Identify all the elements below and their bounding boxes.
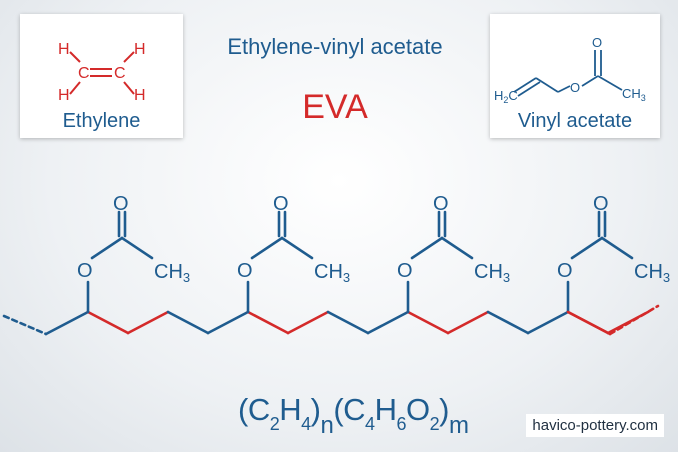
- ethylene-c-right: C: [114, 65, 126, 82]
- ethylene-h-bottom-left: H: [58, 87, 70, 104]
- repeat-unit-formula: (C2H4)n(C4H6O2)m: [238, 392, 469, 440]
- chain-bond-red: [126, 310, 170, 335]
- ethylene-h-top-right: H: [134, 41, 146, 58]
- side-carbonyl-oxygen: O: [433, 193, 449, 215]
- side-ch3-group: CH3: [474, 261, 510, 285]
- ethylene-bonds: [69, 51, 135, 95]
- side-bond-c-ch3: [280, 236, 314, 260]
- side-ch3-subscript: 3: [183, 270, 190, 285]
- side-ch3-group: CH3: [154, 261, 190, 285]
- chain-bond: [206, 310, 250, 335]
- side-bond-o-c: [250, 236, 284, 260]
- vinyl-acetate-structure: H2C O O CH3: [494, 35, 646, 105]
- chain-bond: [166, 310, 210, 335]
- chain-bond: [44, 310, 90, 336]
- vinyl-ch3-group: CH3: [622, 86, 646, 103]
- vinyl-ester-oxygen: O: [570, 80, 580, 95]
- ethylene-structure: H H H H C C: [58, 41, 146, 104]
- side-ester-oxygen: O: [397, 260, 413, 282]
- ethylene-card: H H H H C C Ethylene: [20, 14, 183, 138]
- side-bond-o-c: [90, 236, 124, 260]
- side-ester-oxygen: O: [237, 260, 253, 282]
- diagram-title: Ethylene-vinyl acetate: [227, 34, 443, 59]
- side-carbonyl-oxygen: O: [593, 193, 609, 215]
- side-ester-oxygen: O: [557, 260, 573, 282]
- chain-dashed-end-left: [2, 314, 48, 336]
- side-bond-c-ch3: [600, 236, 634, 260]
- vinyl-acetate-card: H2C O O CH3 Vinyl acetate: [490, 14, 660, 138]
- side-bond-o-c: [410, 236, 444, 260]
- polymer-chain: O O CH3 O O CH3 O O CH3 O O CH3: [2, 193, 670, 336]
- side-ch3-subscript: 3: [343, 270, 350, 285]
- chain-bond-red: [406, 310, 450, 335]
- side-ch3-subscript: 3: [663, 270, 670, 285]
- chain-bond: [526, 310, 570, 335]
- side-bond-c-ch3: [440, 236, 474, 260]
- chain-bond: [486, 310, 530, 335]
- chain-bond: [326, 310, 370, 335]
- diagram-abbreviation: EVA: [302, 88, 368, 126]
- vinyl-h2c-group: H2C: [494, 88, 518, 105]
- chain-dashed-end-right: [608, 304, 660, 336]
- ethylene-h-bottom-right: H: [134, 87, 146, 104]
- chain-bond-red: [446, 310, 490, 335]
- chain-bond: [366, 310, 410, 335]
- chain-bond-red: [246, 310, 290, 335]
- vinyl-acetate-bonds: [513, 50, 623, 97]
- chain-bond-red: [286, 310, 330, 335]
- vinyl-acetate-caption: Vinyl acetate: [517, 110, 633, 132]
- side-ch3-subscript: 3: [503, 270, 510, 285]
- side-carbonyl-oxygen: O: [113, 193, 129, 215]
- side-ch3-group: CH3: [634, 261, 670, 285]
- ethylene-caption: Ethylene: [62, 110, 141, 132]
- ethylene-h-top-left: H: [58, 41, 70, 58]
- side-carbonyl-oxygen: O: [273, 193, 289, 215]
- side-bond-c-ch3: [120, 236, 154, 260]
- chain-bond-red: [566, 310, 612, 336]
- vinyl-carbonyl-oxygen: O: [592, 35, 602, 50]
- chain-bond-red: [86, 310, 130, 335]
- ethylene-c-left: C: [78, 65, 90, 82]
- website-watermark: havico-pottery.com: [526, 414, 664, 437]
- side-ester-oxygen: O: [77, 260, 93, 282]
- side-ch3-group: CH3: [314, 261, 350, 285]
- side-bond-o-c: [570, 236, 604, 260]
